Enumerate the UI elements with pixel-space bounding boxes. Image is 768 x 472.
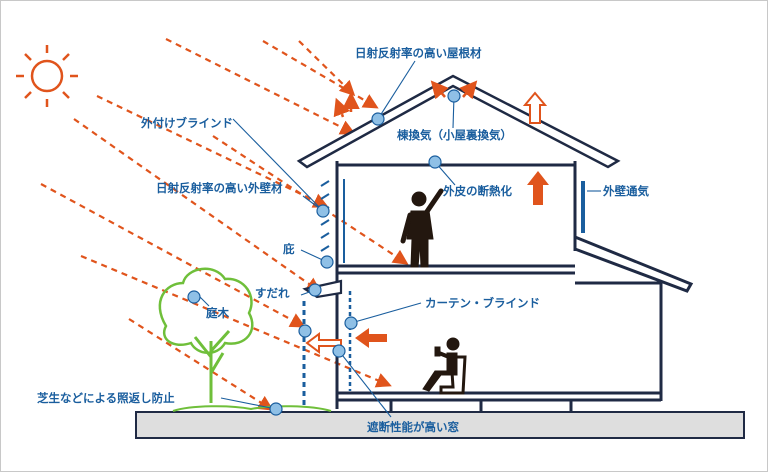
sun-icon: [16, 45, 78, 107]
label-roof-material: 日射反射率の高い屋根材: [355, 46, 482, 60]
label-curtain-blind: カーテン・ブラインド: [425, 296, 540, 310]
label-lawn: 芝生などによる照返し防止: [37, 391, 175, 405]
garden-tree: [158, 267, 332, 412]
label-exterior-insulation: 外皮の断熱化: [442, 184, 512, 198]
label-sudare: すだれ: [255, 286, 290, 300]
label-ridge-vent: 棟換気（小屋裏換気）: [397, 128, 512, 142]
label-external-blind: 外付けブラインド: [140, 116, 233, 130]
wall-vent-channel: [581, 181, 585, 233]
label-eaves: 庇: [283, 242, 295, 256]
external-blind: [320, 179, 345, 263]
label-garden-tree: 庭木: [206, 306, 229, 320]
heat-arrow-icon: [305, 80, 549, 354]
label-wall-vent: 外壁通気: [602, 184, 649, 198]
callout-markers: [187, 89, 461, 416]
label-wall-material: 日射反射率の高い外壁材: [156, 181, 283, 195]
house-outline: [296, 74, 694, 412]
person-standing-icon: [400, 188, 444, 268]
ground: [135, 411, 745, 439]
label-window: 遮断性能が高い窓: [367, 420, 459, 434]
person-sitting-icon: [422, 337, 467, 395]
